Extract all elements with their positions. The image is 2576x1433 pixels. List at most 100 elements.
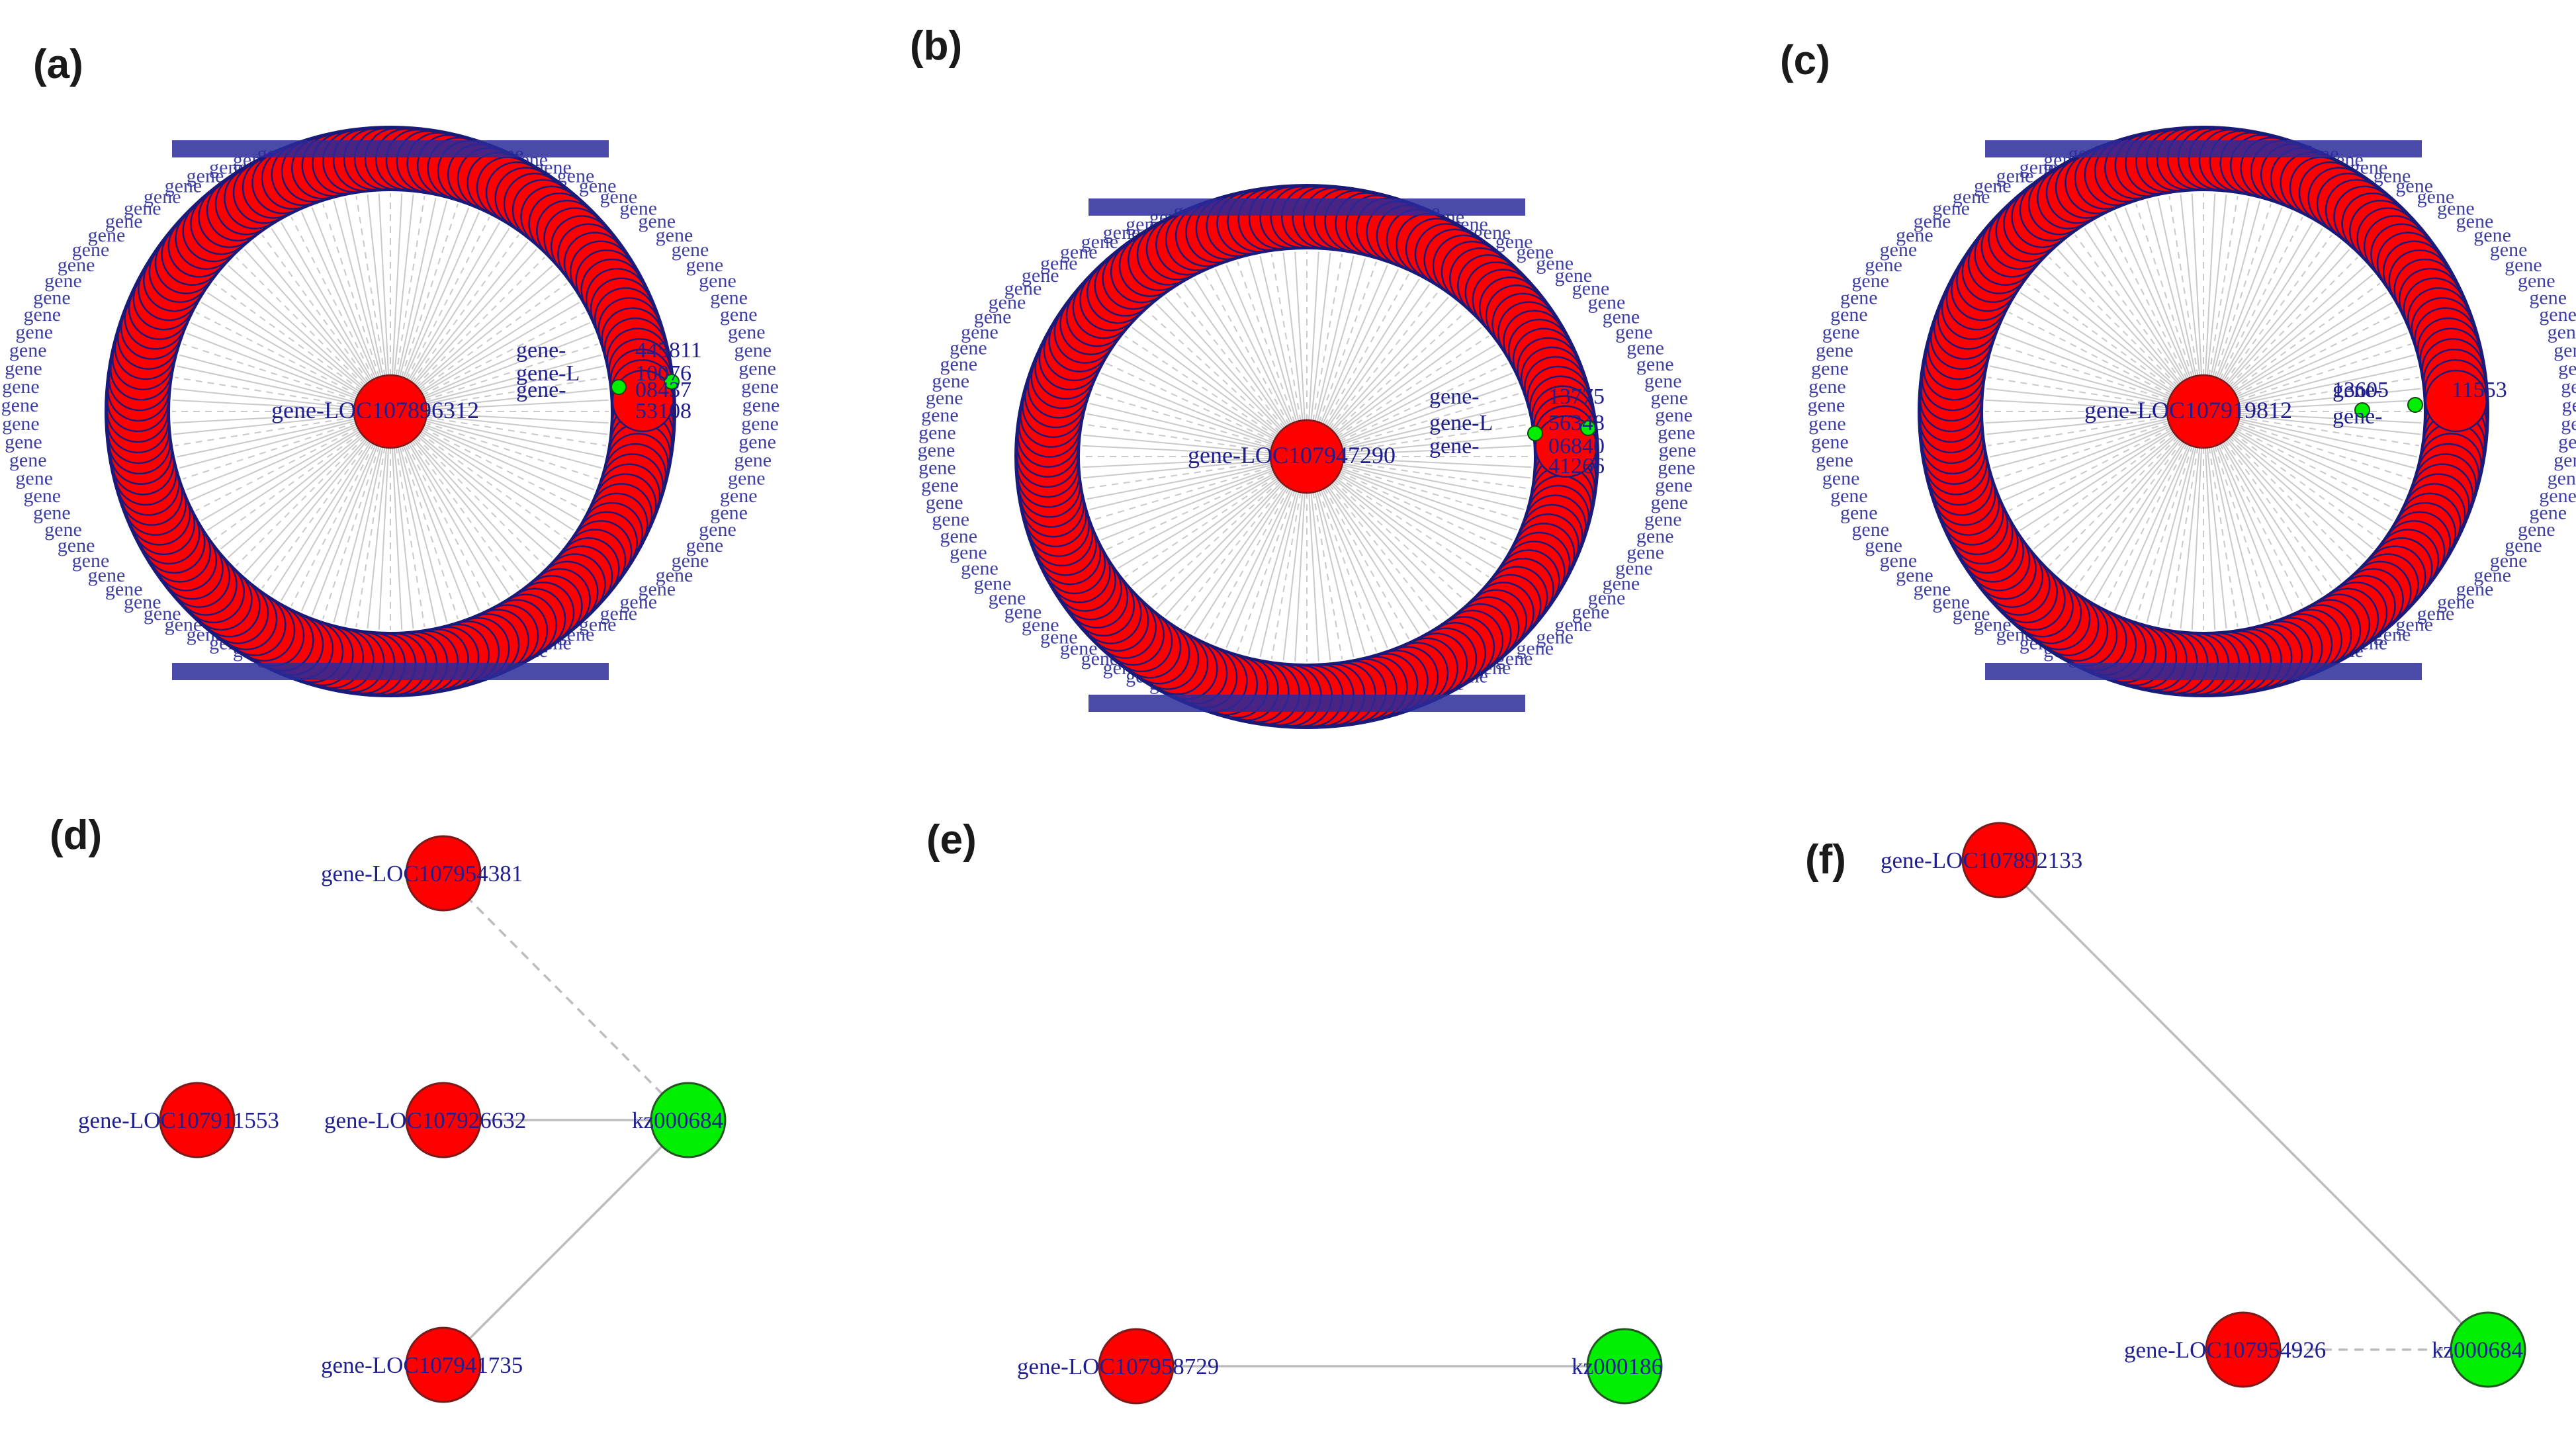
node-label: gene-LOC107911553	[78, 1107, 279, 1133]
ring-label-glyph: gene	[1536, 626, 1574, 648]
partial-node-label: gene-	[1429, 434, 1480, 458]
hub-node-label: gene-LOC107896312	[271, 397, 479, 423]
ring-label-glyph: gene	[2558, 431, 2576, 453]
gene-node	[159, 1082, 236, 1158]
hub-edge	[1083, 434, 1308, 457]
ring-label-glyph: gene	[1816, 339, 1853, 361]
ring-label-glyph: gene	[940, 525, 977, 547]
ring-label-glyph: gene	[9, 449, 47, 471]
panel-a-network: genegenegenegenegenegenegenegenegenegene…	[1, 126, 779, 697]
ring-label-glyph: gene	[1603, 306, 1640, 328]
ring-label-glyph: gene	[72, 239, 110, 261]
hub-edge	[1082, 456, 1308, 468]
gene-node	[1098, 1328, 1175, 1405]
partial-node-label: 06840	[1548, 434, 1605, 458]
ring-label-glyph: gene	[989, 292, 1026, 314]
ring-label-glyph: gene	[33, 502, 71, 524]
hub-edge	[1270, 456, 1308, 660]
label-band-bottom	[1088, 695, 1525, 712]
ring-label-glyph: gene	[1896, 224, 1933, 246]
ring-label-glyph: gene	[926, 387, 963, 409]
ring-label-glyph: gene	[1040, 626, 1078, 648]
partial-node-label: gene-L	[516, 361, 580, 386]
hub-edge	[1306, 445, 1532, 457]
ring-label-glyph: gene	[1865, 535, 1902, 556]
ring-label-glyph: gene	[672, 550, 709, 572]
ring-label-glyph: gene	[2, 413, 40, 435]
node-label: gene-LOC107926632	[324, 1107, 526, 1133]
ring-label-glyph: gene	[1932, 591, 1970, 613]
lncrna-node	[2354, 402, 2370, 418]
ring-label-glyph: gene	[2548, 322, 2576, 343]
panel-c-network: genegenegenegenegenegenegenegenegenegene…	[1808, 126, 2576, 697]
ring-label-glyph: gene	[728, 467, 766, 489]
ring-label-glyph: gene	[1851, 519, 1889, 541]
panel-label-a: (a)	[33, 42, 83, 87]
ring-label-glyph: gene	[1840, 502, 1878, 524]
ring-label-glyph: gene	[1896, 564, 1933, 586]
ring-label-glyph: gene	[1808, 376, 1846, 398]
ring-label-glyph: gene	[950, 542, 987, 564]
ring-label-glyph: gene	[1650, 492, 1688, 513]
ring-label-glyph: gene	[921, 404, 959, 426]
ring-label-glyph: gene	[1974, 175, 2012, 196]
ring-label-glyph: gene	[2, 376, 40, 398]
ring-label-glyph: gene	[1830, 304, 1868, 326]
ring-label-glyph: gene	[932, 370, 969, 392]
ring-label-glyph: gene	[557, 165, 595, 187]
ring-label-glyph: gene	[2417, 186, 2455, 208]
ring-label-glyph: gene	[1626, 337, 1664, 359]
ring-label-glyph: gene	[1655, 404, 1693, 426]
ring-label-glyph: gene	[734, 339, 772, 361]
ring-label-glyph: gene	[1536, 253, 1574, 275]
ring-label-glyph: gene	[1081, 231, 1119, 253]
panel-a: (a) genegenegenegenegenegenegenegenegene…	[1, 42, 779, 697]
ring-label-glyph: gene	[1865, 254, 1902, 276]
panel-label-c: (c)	[1780, 38, 1830, 83]
ring-label-glyph: gene	[638, 578, 676, 600]
ring-label-glyph: gene	[44, 519, 82, 541]
ring-label-glyph: gene	[88, 564, 126, 586]
ring-label-glyph: gene	[918, 439, 955, 461]
ring-label-glyph: gene	[1554, 614, 1592, 636]
ring-label-glyph: gene	[989, 587, 1026, 609]
ring-label-glyph: gene	[1644, 370, 1682, 392]
ring-label-glyph: gene	[58, 535, 95, 556]
gene-node	[405, 1326, 482, 1403]
ring-label-glyph: gene	[918, 457, 956, 479]
hub-edge	[1085, 423, 1308, 457]
ring-label-glyph: gene	[940, 353, 977, 375]
ring-label-glyph: gene	[1615, 557, 1653, 579]
gene-node	[1961, 822, 2038, 898]
lncrna-node	[1527, 425, 1543, 441]
ring-label-glyph: gene	[1603, 572, 1640, 594]
ring-label-glyph: gene	[921, 474, 959, 496]
ring-label-glyph: gene	[1880, 239, 1918, 261]
hub-edge	[1306, 456, 1529, 490]
ring-label-glyph: gene	[23, 304, 61, 326]
partial-node-label: gene-	[516, 378, 566, 402]
label-band-bottom	[1985, 663, 2422, 680]
hub-edge	[1306, 456, 1343, 660]
ring-label-glyph: gene	[2548, 467, 2576, 489]
ring-label-glyph: gene	[1650, 387, 1688, 409]
ring-label-glyph: gene	[15, 322, 53, 343]
ring-label-glyph: gene	[2518, 270, 2555, 292]
hub-edge	[1306, 456, 1378, 652]
ring-label-glyph: gene	[1808, 413, 1846, 435]
ring-label-glyph: gene	[1816, 449, 1853, 471]
ring-label-glyph: gene	[1974, 614, 2012, 636]
ring-label-glyph: gene	[1822, 467, 1860, 489]
ring-label-glyph: gene	[2490, 550, 2528, 572]
ring-label-glyph: gene	[1572, 278, 1610, 300]
ring-label-glyph: gene	[1, 394, 39, 416]
ring-label-glyph: gene	[1914, 210, 1951, 232]
ring-label-glyph: gene	[1996, 165, 2034, 187]
hub-edge	[1082, 445, 1308, 457]
node-label: kz000186	[1572, 1354, 1663, 1379]
ring-label-glyph: gene	[1495, 231, 1533, 253]
